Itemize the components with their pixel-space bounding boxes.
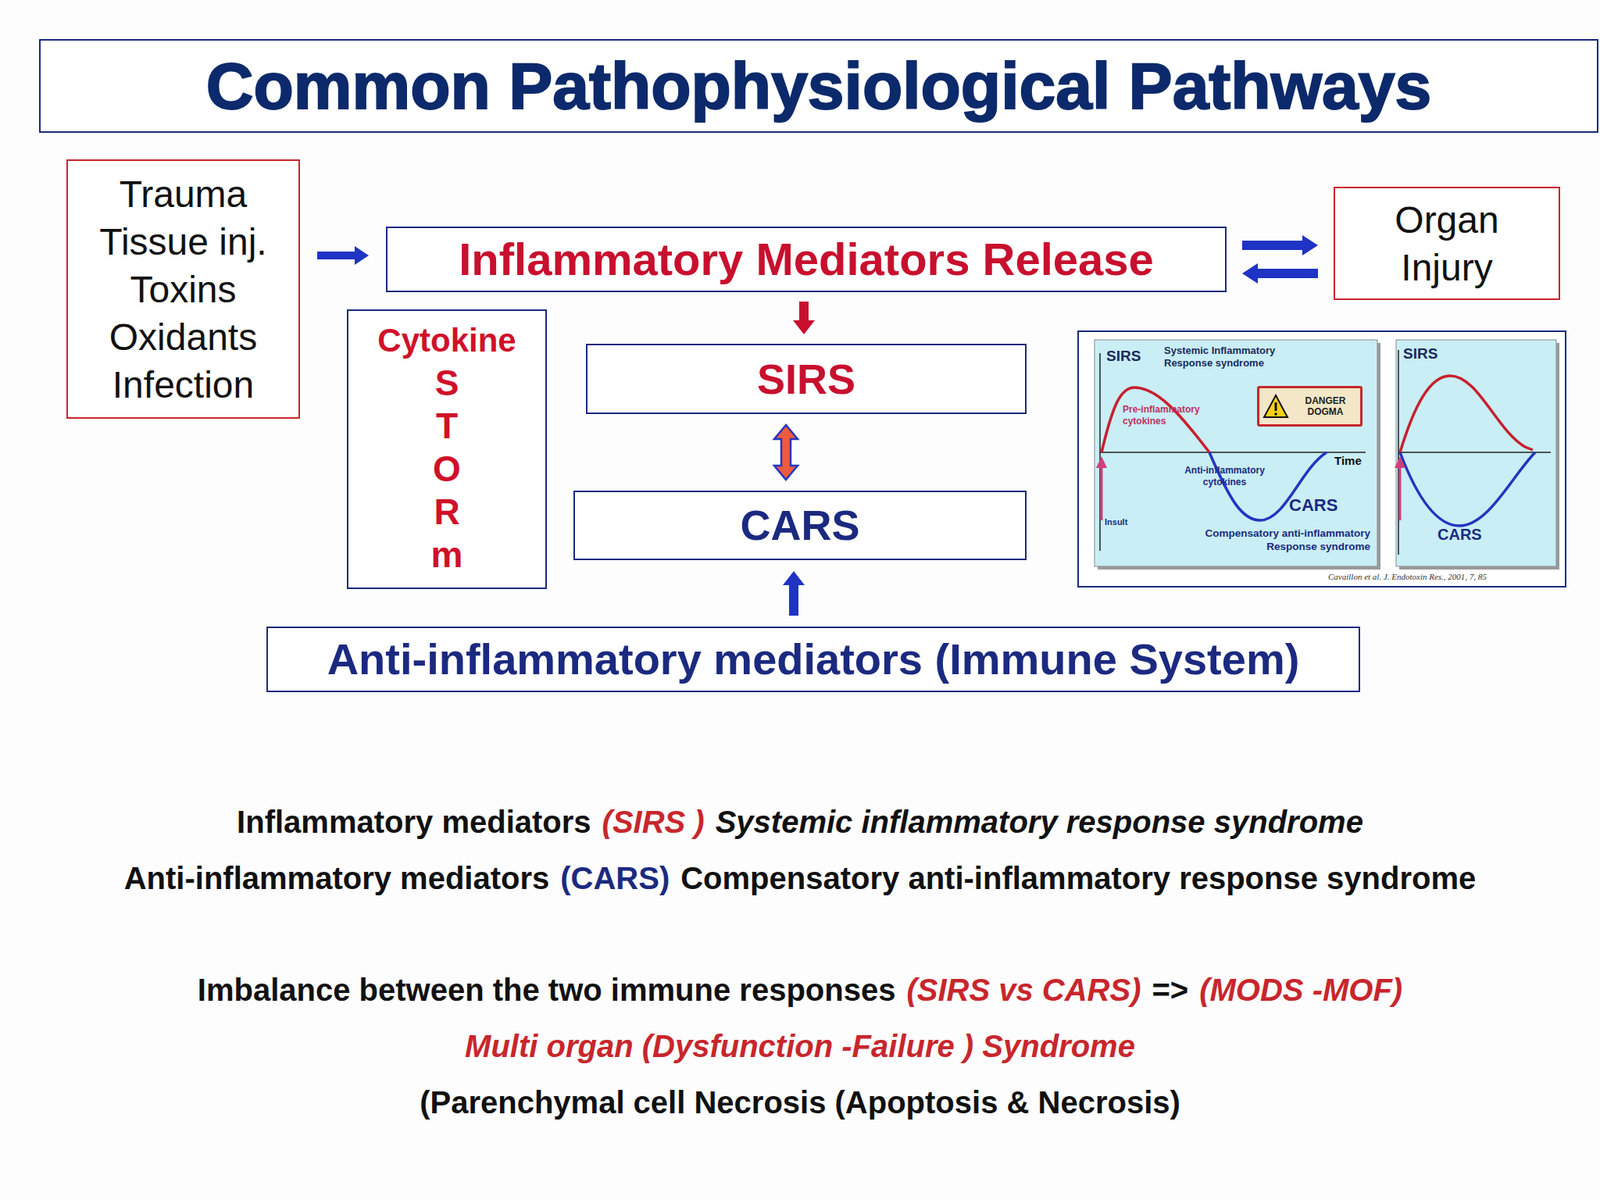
title-box: Common Pathophysiological Pathways bbox=[39, 39, 1599, 133]
graph-frame bbox=[1078, 331, 1566, 587]
warning-triangle bbox=[1262, 392, 1290, 420]
slide-title: Common Pathophysiological Pathways bbox=[206, 53, 1432, 119]
insult-arrowhead bbox=[1394, 456, 1406, 468]
node-text: CARS bbox=[739, 500, 860, 550]
note-text: (SIRS vs CARS) bbox=[906, 971, 1141, 1008]
graph-label: CARS bbox=[1289, 495, 1338, 515]
block-arrow bbox=[774, 425, 798, 480]
graph-panel bbox=[1094, 339, 1378, 567]
process-box: CARS bbox=[573, 490, 1027, 561]
note-text: Anti-inflammatory mediators bbox=[124, 860, 550, 897]
note-text: Systemic inflammatory response syndrome bbox=[715, 803, 1364, 840]
graph-label: Compensatory anti-inflammatory Response … bbox=[1159, 526, 1371, 554]
text-row: (Parenchymal cell Necrosis (Apoptosis & … bbox=[0, 1084, 1600, 1121]
mediator-box: Inflammatory Mediators Release bbox=[385, 226, 1227, 293]
block-arrow bbox=[1242, 235, 1318, 256]
warning-mark bbox=[1275, 402, 1278, 411]
node-text: Anti-inflammatory mediators (Immune Syst… bbox=[327, 634, 1300, 685]
process-box: SIRS bbox=[585, 343, 1027, 415]
warning-mark bbox=[1274, 412, 1278, 416]
time-axis bbox=[1398, 451, 1551, 454]
node-text: Inflammatory Mediators Release bbox=[458, 233, 1154, 286]
note-text: Multi organ (Dysfunction -Failure ) Synd… bbox=[464, 1028, 1136, 1065]
storm-box: CytokineS T O R m bbox=[346, 309, 547, 590]
source-box: Anti-inflammatory mediators (Immune Syst… bbox=[266, 626, 1361, 693]
note-text: => bbox=[1151, 971, 1189, 1008]
insult-arrow bbox=[1399, 467, 1402, 521]
text-row: Inflammatory mediators (SIRS ) Systemic in… bbox=[0, 803, 1600, 840]
node-text: Trauma Tissue inj. Toxins Oxidants Infec… bbox=[85, 170, 282, 409]
graph-label: Anti-inflammatory cytokines bbox=[1171, 464, 1278, 489]
node-text: Organ Injury bbox=[1364, 196, 1529, 292]
note-text: Compensatory anti-inflammatory response … bbox=[680, 860, 1476, 897]
note-text: (SIRS ) bbox=[602, 803, 705, 840]
text-row: Imbalance between the two immune respons… bbox=[0, 971, 1600, 1008]
insult-arrowhead bbox=[1096, 456, 1108, 468]
graph-label: SIRS bbox=[1106, 347, 1141, 365]
graph-label: CARS bbox=[1437, 525, 1483, 544]
note-text: Inflammatory mediators bbox=[236, 803, 591, 840]
graph-label: Pre-inflammatory cytokines bbox=[1122, 403, 1217, 428]
note-text: (MODS -MOF) bbox=[1199, 971, 1403, 1008]
sirs-curve bbox=[1400, 375, 1533, 453]
graph-label: SIRS bbox=[1403, 345, 1438, 363]
graph-label: Insult bbox=[1104, 517, 1128, 528]
graph-label: Cavaillon et al. J. Endotoxin Res., 2001… bbox=[1328, 571, 1487, 583]
warning-sign: DANGER DOGMA bbox=[1257, 385, 1363, 427]
graph-panel bbox=[1396, 339, 1557, 567]
node-text: DANGER DOGMA bbox=[1294, 395, 1358, 418]
block-arrow bbox=[1242, 263, 1318, 284]
insult-arrow bbox=[1100, 467, 1104, 521]
text-row: Anti-inflammatory mediators (CARS) Compens… bbox=[0, 860, 1600, 897]
node-text: Cytokine bbox=[377, 318, 516, 362]
outcome-box: Organ Injury bbox=[1333, 186, 1561, 300]
block-arrow bbox=[782, 571, 805, 616]
block-arrow bbox=[317, 246, 369, 265]
node-text: SIRS bbox=[757, 354, 856, 404]
graph-label: Systemic Inflammatory Response syndrome bbox=[1164, 344, 1304, 370]
graph-label: Time bbox=[1334, 453, 1362, 468]
node-text: S T O R m bbox=[400, 361, 494, 577]
note-text: (CARS) bbox=[560, 860, 670, 897]
warning-triangle-shape bbox=[1264, 395, 1288, 418]
cars-curve bbox=[1400, 452, 1536, 526]
text-row: Multi organ (Dysfunction -Failure ) Synd… bbox=[0, 1028, 1600, 1065]
block-arrow bbox=[792, 301, 815, 335]
note-text: Imbalance between the two immune respons… bbox=[197, 971, 897, 1008]
cause-box: Trauma Tissue inj. Toxins Oxidants Infec… bbox=[66, 159, 300, 419]
note-text: (Parenchymal cell Necrosis (Apoptosis & … bbox=[419, 1084, 1181, 1121]
